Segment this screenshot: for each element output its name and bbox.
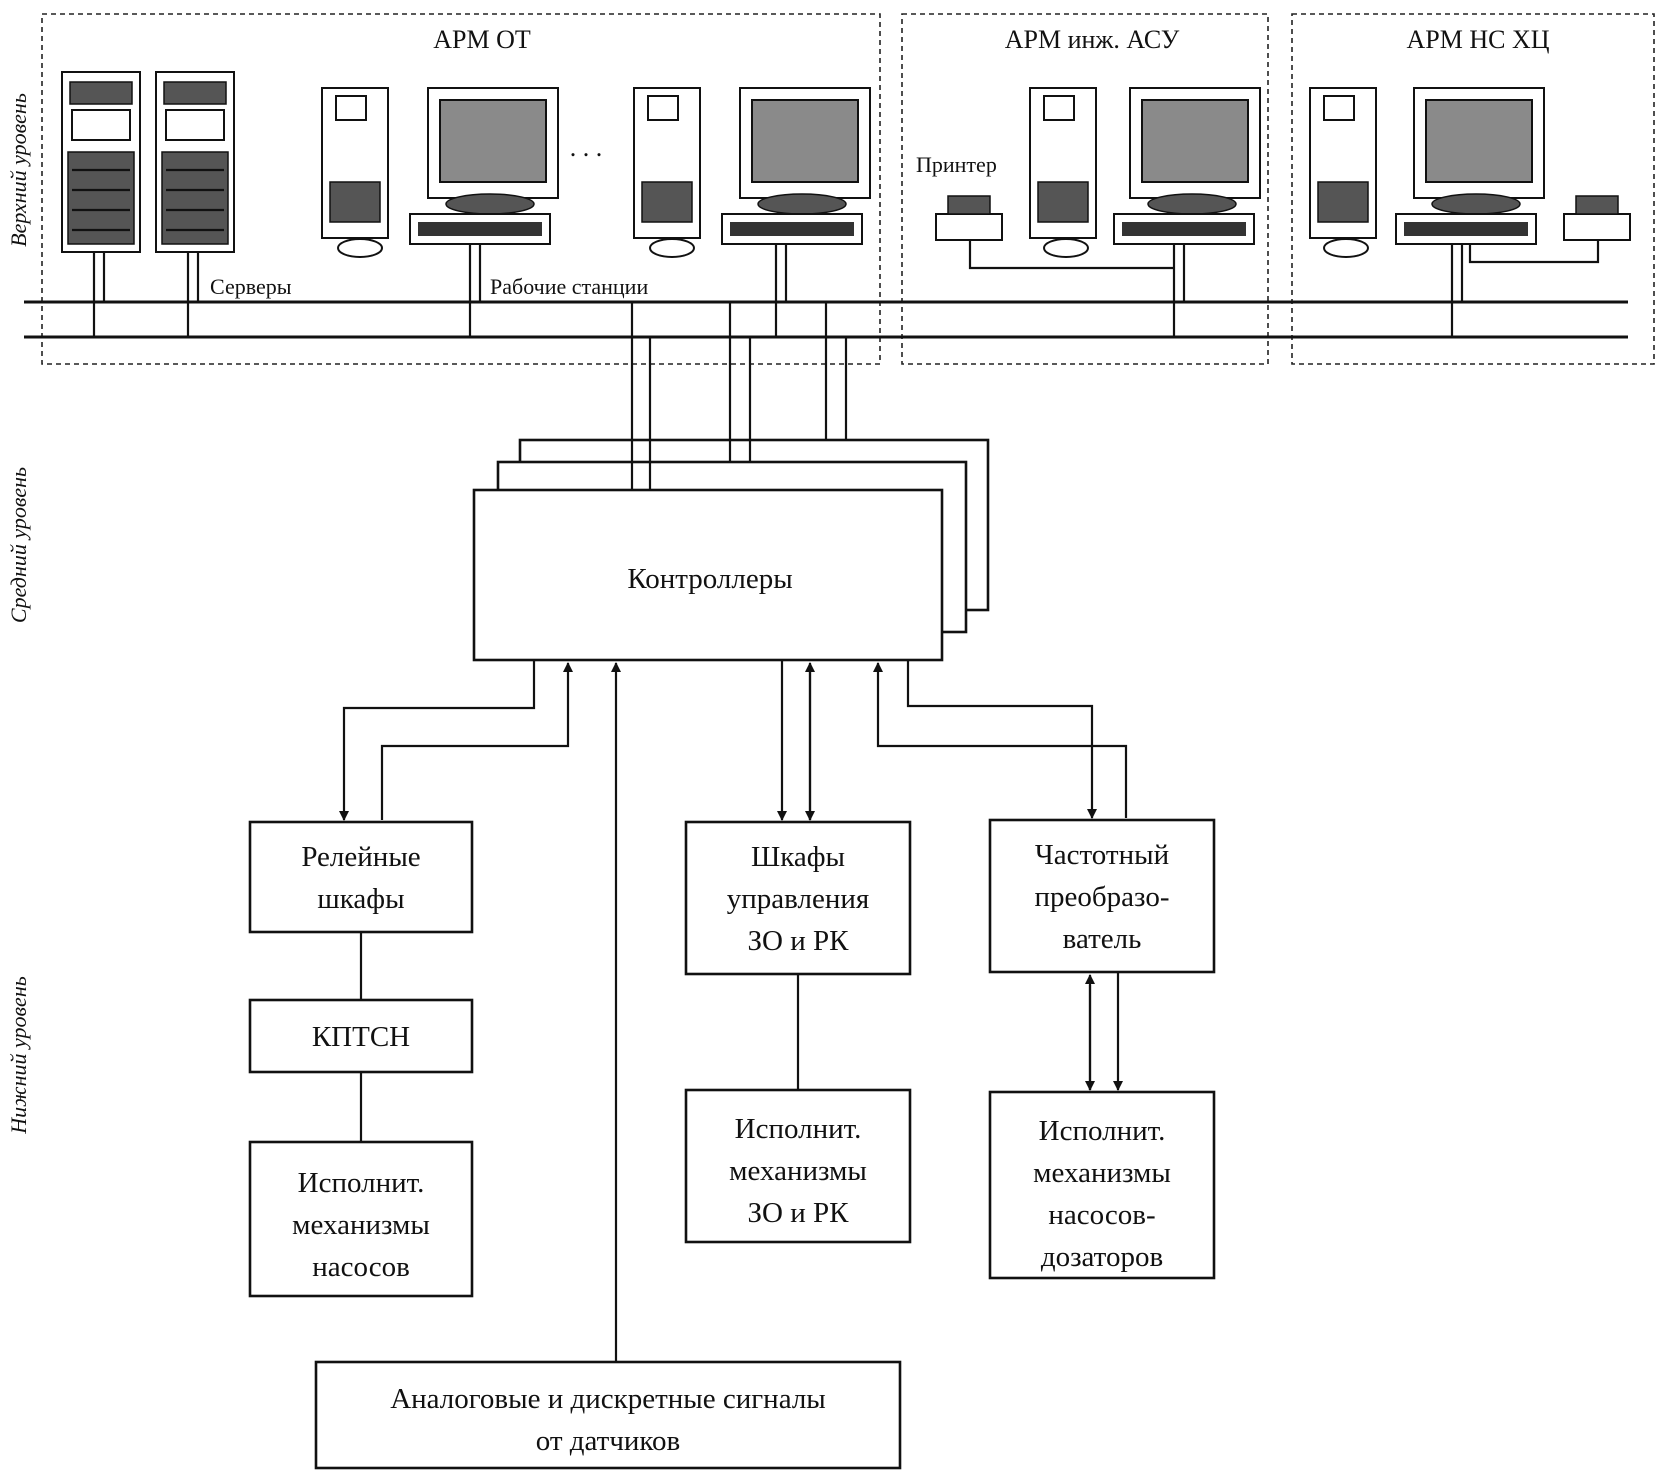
control-cabinets-line-2: управления	[727, 883, 869, 915]
control-cabinets-line-1: Шкафы	[751, 841, 845, 873]
pump-actuators-line-3: насосов	[312, 1251, 410, 1283]
kptsn-label: КПТСН	[312, 1021, 410, 1053]
controllers-label: Контроллеры	[627, 563, 792, 595]
relay-cabinets-line-2: шкафы	[317, 883, 404, 915]
sensors-box	[314, 1360, 902, 1470]
dosing-actuators-line-2: механизмы	[1033, 1157, 1171, 1189]
dosing-actuators-line-3: насосов-	[1048, 1199, 1155, 1231]
relay-cabinets-box	[248, 820, 474, 934]
pump-actuators-line-2: механизмы	[292, 1209, 430, 1241]
freq-converter-line-1: Частотный	[1035, 839, 1169, 871]
pump-actuators-box	[248, 1140, 474, 1298]
sensors-line-2: от датчиков	[536, 1425, 681, 1457]
server-2-icon	[155, 71, 235, 253]
level-label-middle: Средний уровень	[6, 467, 31, 623]
valve-actuators-box	[684, 1088, 912, 1244]
ellipsis-label: . . .	[570, 133, 603, 162]
valve-actuators-line-3: ЗО и РК	[748, 1197, 850, 1229]
freq-converter-line-3: ватель	[1063, 923, 1142, 955]
zone-title-arm-ot: АРМ ОТ	[433, 25, 531, 54]
level-label-upper: Верхний уровень	[6, 93, 31, 247]
relay-cabinets-line-1: Релейные	[301, 841, 420, 873]
kptsn-box	[248, 998, 474, 1074]
controllers-box	[472, 488, 944, 662]
zone-arm-ot	[41, 13, 881, 365]
workstation-3-icon	[1029, 87, 1261, 258]
dosing-actuators-box	[988, 1090, 1216, 1280]
workstation-1-icon	[321, 87, 559, 258]
control-cabinets-line-3: ЗО и РК	[748, 925, 850, 957]
workstations-label: Рабочие станции	[490, 274, 648, 299]
freq-converter-line-2: преобразо-	[1035, 881, 1170, 913]
workstation-4-icon	[1309, 87, 1545, 258]
level-label-lower: Нижний уровень	[6, 976, 31, 1134]
servers-label: Серверы	[210, 274, 292, 299]
zone-arm-ns	[1291, 13, 1655, 365]
sensors-line-1: Аналоговые и дискретные сигналы	[390, 1383, 826, 1415]
zone-title-arm-eng: АРМ инж. АСУ	[1005, 25, 1180, 54]
printer-label: Принтер	[916, 152, 997, 177]
freq-converter-box	[988, 818, 1216, 974]
pump-actuators-line-1: Исполнит.	[298, 1167, 425, 1199]
control-cabinets-box	[684, 820, 912, 976]
printer-icon-ns	[1563, 195, 1631, 241]
valve-actuators-line-2: механизмы	[729, 1155, 867, 1187]
dosing-actuators-line-4: дозаторов	[1041, 1241, 1163, 1273]
dosing-actuators-line-1: Исполнит.	[1039, 1115, 1166, 1147]
zone-arm-eng	[901, 13, 1269, 365]
server-1-icon	[61, 71, 141, 253]
valve-actuators-line-1: Исполнит.	[735, 1113, 862, 1145]
printer-icon-eng	[935, 195, 1003, 241]
zone-title-arm-ns: АРМ НС ХЦ	[1406, 25, 1549, 54]
workstation-2-icon	[633, 87, 871, 258]
